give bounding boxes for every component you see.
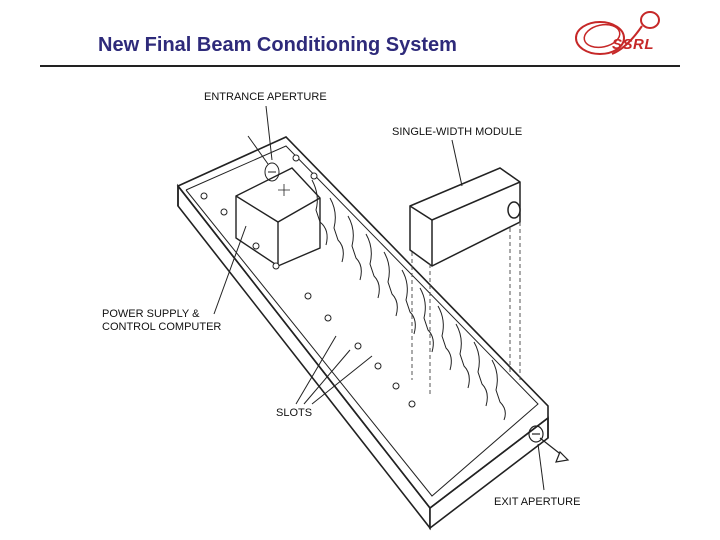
slots-label: SLOTS (276, 407, 313, 419)
screw-holes (200, 154, 416, 408)
entrance-aperture-icon (247, 135, 290, 196)
power-supply-label: POWER SUPPLY & CONTROL COMPUTER (102, 308, 221, 334)
slide-title: New Final Beam Conditioning System (98, 34, 457, 56)
title-divider (40, 65, 680, 67)
module-guide-lines (411, 222, 521, 396)
power-supply-label-line2: CONTROL COMPUTER (102, 321, 222, 333)
ssrl-logo-icon (575, 11, 660, 55)
entrance-aperture-label: ENTRANCE APERTURE (204, 91, 327, 103)
exit-aperture-label: EXIT APERTURE (494, 496, 581, 508)
slot-rails (311, 179, 506, 421)
single-width-module (409, 167, 521, 267)
ssrl-logo-text: SSRL (612, 36, 655, 53)
power-supply-block (235, 167, 321, 267)
box-inner-rim (185, 145, 539, 497)
callout-leaders (213, 105, 545, 491)
power-supply-label-line1: POWER SUPPLY & (102, 308, 200, 320)
exit-aperture-icon (528, 425, 570, 463)
box-top-rim (176, 136, 549, 510)
chassis-box (176, 136, 549, 531)
single-width-module-label: SINGLE-WIDTH MODULE (392, 126, 523, 138)
box-right-face (429, 416, 549, 530)
